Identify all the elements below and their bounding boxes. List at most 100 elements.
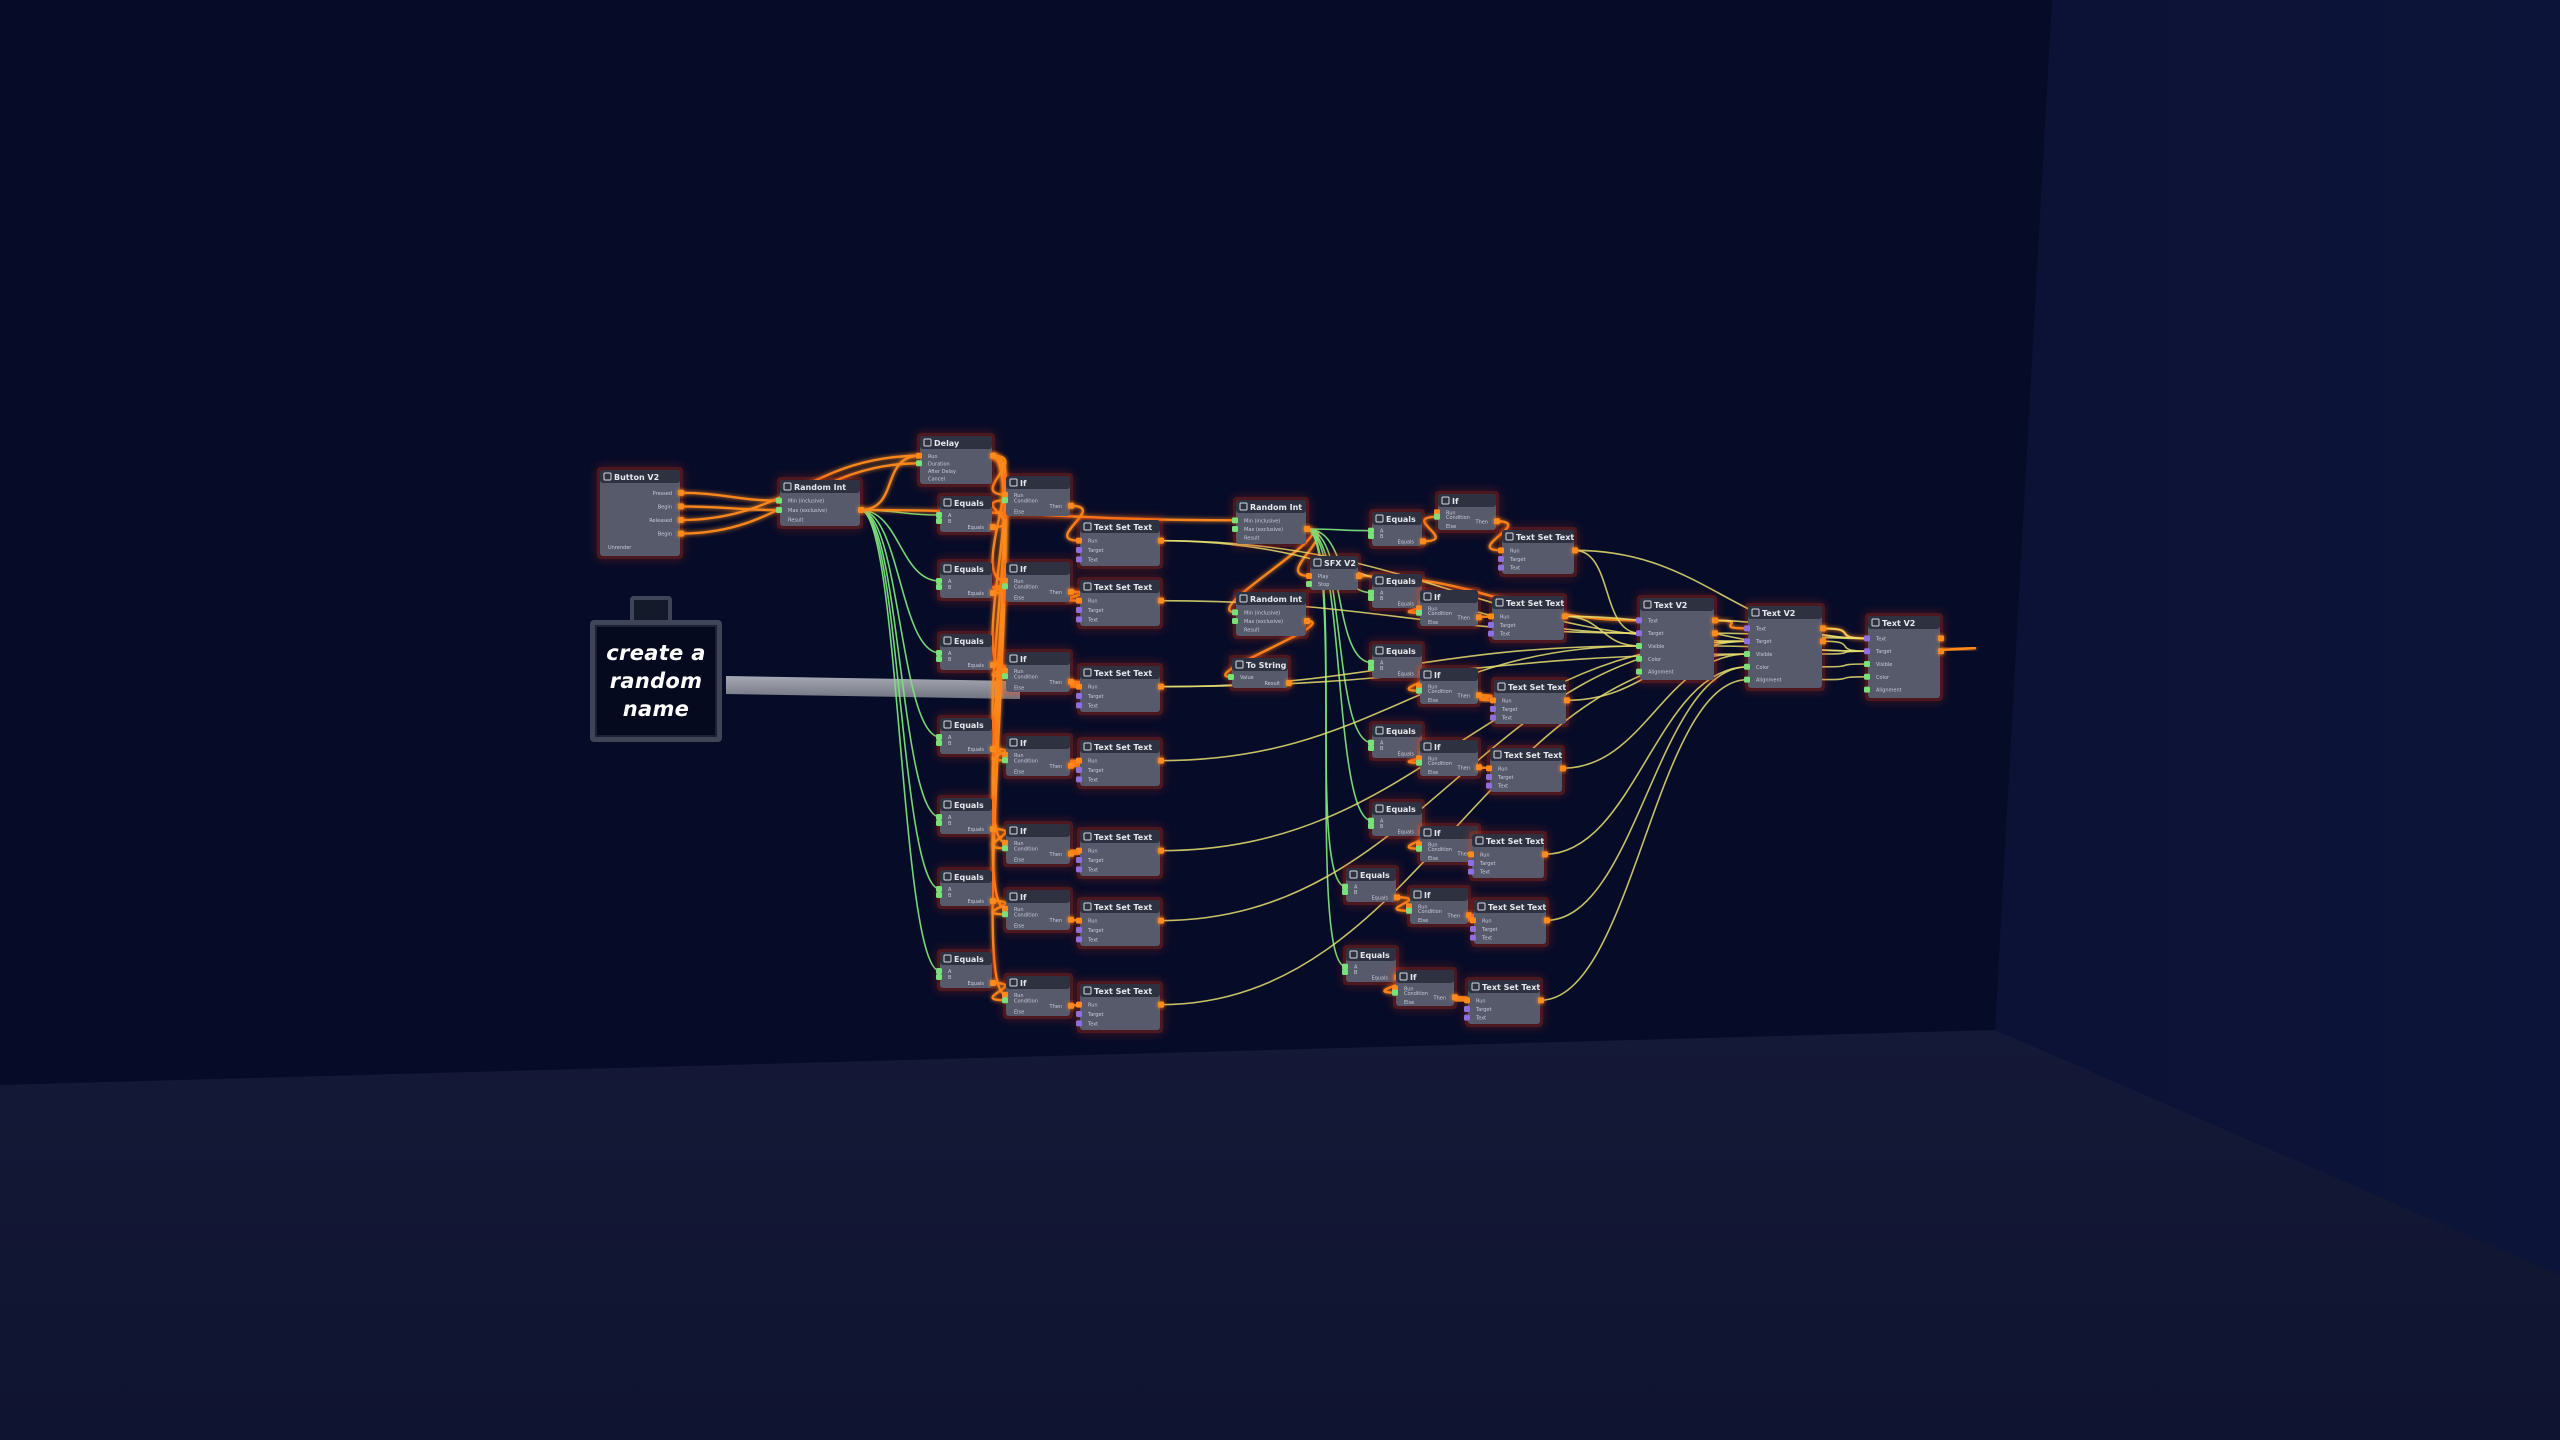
output-port[interactable] — [1068, 502, 1074, 509]
input-port[interactable] — [1368, 739, 1374, 746]
node-header[interactable] — [1474, 900, 1546, 913]
output-port[interactable] — [678, 489, 684, 496]
wire-number[interactable] — [859, 509, 941, 972]
input-port[interactable] — [1232, 609, 1238, 616]
input-port[interactable] — [1416, 845, 1422, 852]
node-header[interactable] — [1006, 736, 1070, 749]
wire-exec[interactable] — [1477, 615, 1493, 619]
output-port[interactable] — [1476, 692, 1482, 699]
input-port[interactable] — [776, 497, 782, 504]
node-header[interactable] — [1080, 520, 1160, 533]
node-header[interactable] — [1396, 970, 1454, 983]
node-header[interactable] — [600, 470, 680, 483]
input-port[interactable] — [1498, 564, 1504, 571]
input-port[interactable] — [1002, 577, 1008, 584]
input-port[interactable] — [1228, 674, 1234, 680]
input-port[interactable] — [936, 512, 942, 518]
wire-number[interactable] — [859, 509, 941, 738]
output-port[interactable] — [1452, 994, 1458, 1001]
node-header[interactable] — [1410, 888, 1468, 901]
wire-exec[interactable] — [991, 981, 1007, 1002]
input-port[interactable] — [1498, 547, 1504, 554]
node-header[interactable] — [1492, 596, 1564, 609]
wire-exec-out[interactable] — [1939, 646, 1977, 652]
output-port[interactable] — [1068, 916, 1074, 923]
input-port[interactable] — [1470, 917, 1476, 924]
node-header[interactable] — [940, 798, 992, 811]
output-port[interactable] — [1068, 1002, 1074, 1009]
output-port[interactable] — [990, 524, 996, 530]
input-port[interactable] — [1416, 687, 1422, 694]
wire-string[interactable] — [1563, 615, 1641, 647]
output-port[interactable] — [678, 517, 684, 523]
node-header[interactable] — [1472, 834, 1544, 847]
wire-exec[interactable] — [679, 505, 781, 512]
node-header[interactable] — [1868, 616, 1940, 629]
input-port[interactable] — [1490, 706, 1496, 712]
input-port[interactable] — [1076, 857, 1082, 863]
node-body[interactable] — [1748, 606, 1822, 688]
output-port[interactable] — [990, 662, 996, 668]
output-port[interactable] — [1564, 697, 1570, 704]
input-port[interactable] — [1498, 556, 1504, 562]
output-port[interactable] — [1712, 617, 1718, 624]
node-header[interactable] — [940, 496, 992, 509]
input-port[interactable] — [1464, 997, 1470, 1004]
input-port[interactable] — [1744, 663, 1750, 670]
output-port[interactable] — [1572, 547, 1578, 554]
input-port[interactable] — [1002, 997, 1008, 1004]
input-port[interactable] — [1076, 616, 1082, 623]
input-port[interactable] — [1636, 643, 1642, 649]
input-port[interactable] — [1368, 745, 1374, 751]
input-port[interactable] — [1488, 613, 1494, 620]
output-port[interactable] — [1158, 847, 1164, 854]
input-port[interactable] — [936, 578, 942, 584]
wire-exec[interactable] — [991, 454, 1007, 496]
input-port[interactable] — [1002, 839, 1008, 846]
input-port[interactable] — [1744, 625, 1750, 632]
input-port[interactable] — [1076, 547, 1082, 553]
node-header[interactable] — [1080, 900, 1160, 913]
input-port[interactable] — [1368, 589, 1374, 596]
input-port[interactable] — [936, 584, 942, 590]
output-port[interactable] — [1562, 613, 1568, 620]
input-port[interactable] — [916, 452, 922, 459]
node-header[interactable] — [1310, 556, 1358, 569]
output-port[interactable] — [678, 503, 684, 510]
input-port[interactable] — [1076, 936, 1082, 943]
input-port[interactable] — [1076, 1020, 1082, 1027]
node-button[interactable]: Button V2PressedBeginReleasedBeginUnrend… — [597, 467, 684, 559]
input-port[interactable] — [1368, 823, 1374, 829]
node-header[interactable] — [780, 480, 860, 493]
wire-exec[interactable] — [679, 491, 781, 502]
wire-number[interactable] — [859, 509, 941, 654]
input-port[interactable] — [776, 507, 782, 513]
node-header[interactable] — [1420, 826, 1478, 839]
wire-number[interactable] — [859, 509, 941, 818]
input-port[interactable] — [1076, 1011, 1082, 1017]
node-header[interactable] — [940, 718, 992, 731]
wire-number[interactable] — [1305, 528, 1373, 744]
node-header[interactable] — [940, 562, 992, 575]
input-port[interactable] — [916, 460, 922, 467]
input-port[interactable] — [1306, 573, 1312, 579]
input-port[interactable] — [1636, 617, 1642, 624]
input-port[interactable] — [936, 740, 942, 746]
input-port[interactable] — [1490, 697, 1496, 704]
output-port[interactable] — [1938, 648, 1944, 655]
node-header[interactable] — [1438, 494, 1496, 507]
